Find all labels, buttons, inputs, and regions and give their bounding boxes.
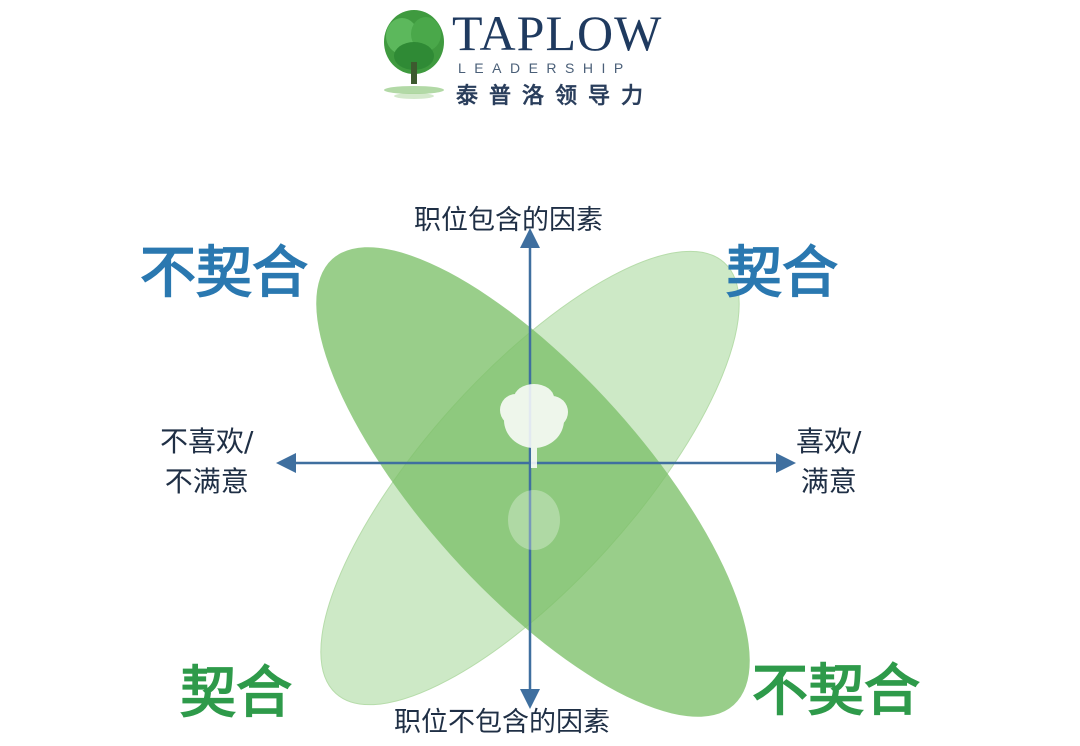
logo-wordmark: TAPLOW [452, 5, 663, 61]
center-tree-icon [500, 384, 568, 550]
axis-label-right-line2: 满意 [800, 465, 857, 498]
quadrant-label-top-right: 契合 [726, 241, 838, 306]
axis-label-left-line1: 不喜欢/ [160, 425, 254, 458]
axis-label-right-line1: 喜欢/ [796, 425, 862, 458]
logo-chinese-name: 泰普洛领导力 [456, 84, 655, 109]
quadrant-label-bottom-right: 不契合 [752, 659, 920, 724]
logo-subtitle: LEADERSHIP [458, 60, 632, 76]
quadrant-label-top-left: 不契合 [140, 241, 308, 306]
axis-label-right: 喜欢/ 满意 [796, 422, 861, 502]
axis-label-left: 不喜欢/ 不满意 [160, 422, 253, 502]
axis-label-left-line2: 不满意 [164, 465, 249, 498]
tree-icon [384, 10, 444, 99]
axis-label-bottom: 职位不包含的因素 [394, 707, 610, 738]
taplow-logo: TAPLOW LEADERSHIP 泰普洛领导力 [380, 5, 700, 109]
axis-label-top: 职位包含的因素 [414, 205, 603, 236]
quadrant-label-bottom-left: 契合 [180, 661, 292, 726]
